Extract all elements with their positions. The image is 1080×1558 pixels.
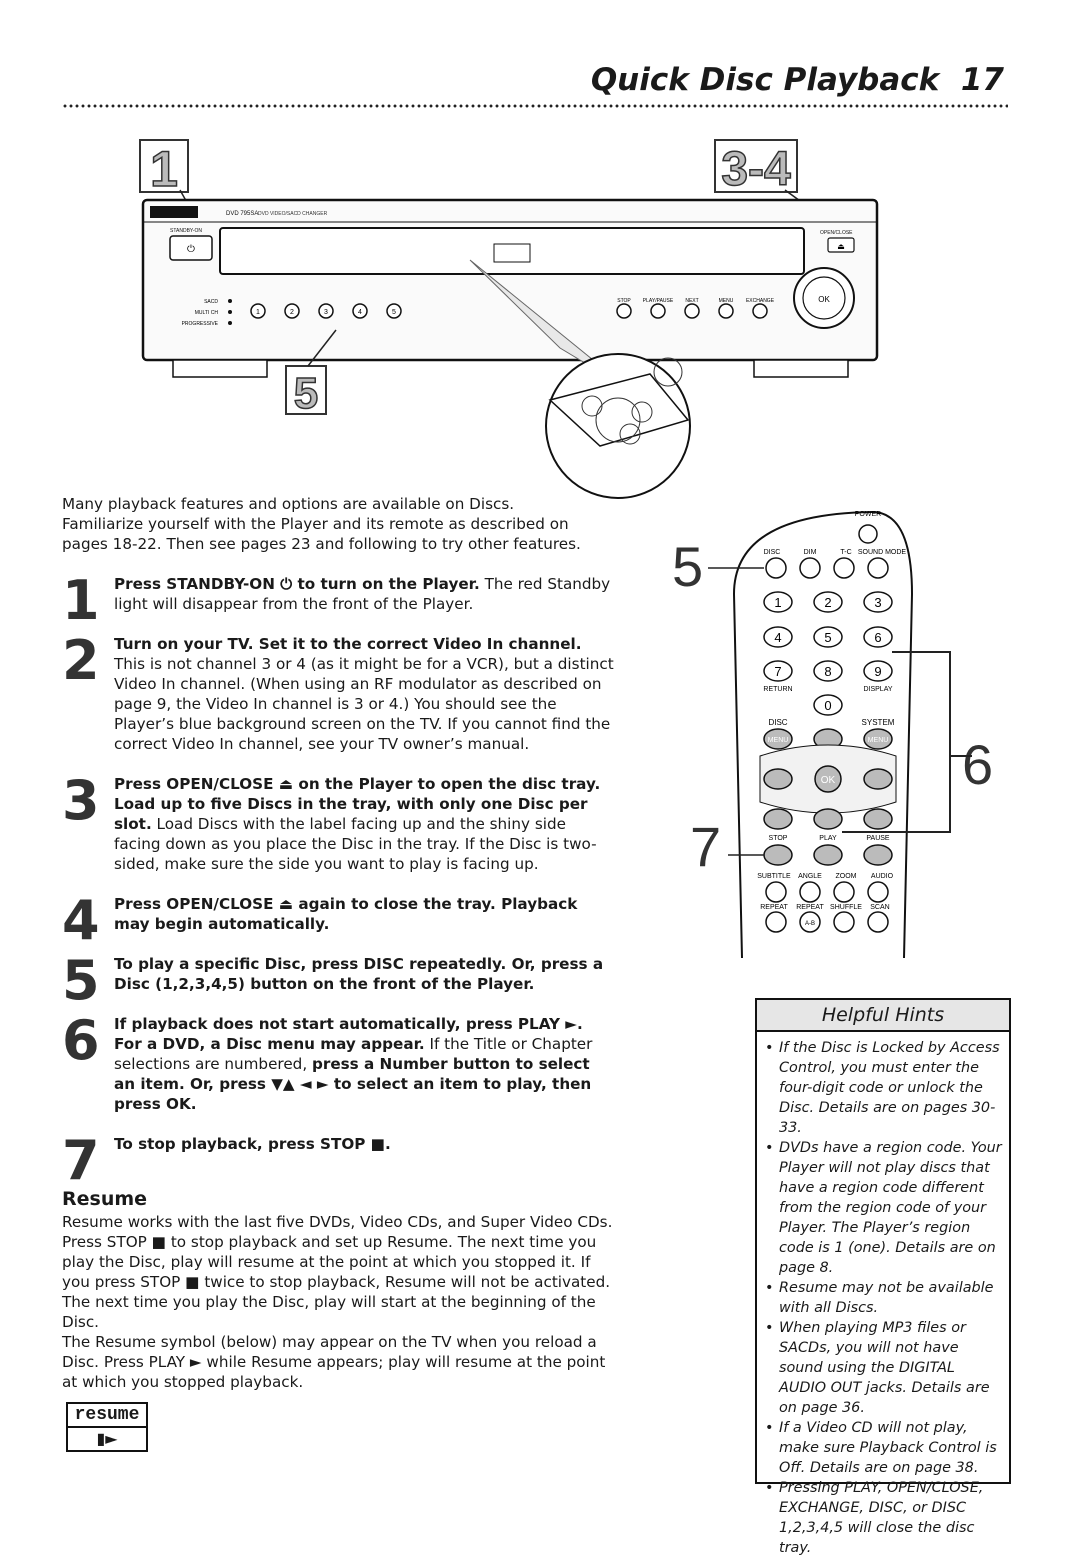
hint-item: If the Disc is Locked by Access Control,… <box>765 1038 1003 1138</box>
svg-text:9: 9 <box>874 664 881 679</box>
svg-text:ZOOM: ZOOM <box>836 873 857 880</box>
svg-text:SHUFFLE: SHUFFLE <box>830 904 862 911</box>
resume-paragraph-1: Resume works with the last five DVDs, Vi… <box>62 1213 613 1331</box>
svg-text:PLAY/PAUSE: PLAY/PAUSE <box>643 298 674 304</box>
svg-text:DISC: DISC <box>764 549 781 556</box>
svg-text:STOP: STOP <box>769 835 788 842</box>
svg-text:2: 2 <box>290 309 294 316</box>
resume-play-icon: ▮► <box>96 1429 118 1448</box>
svg-text:MENU: MENU <box>719 298 734 304</box>
svg-text:DIM: DIM <box>804 549 817 556</box>
svg-text:2: 2 <box>824 595 831 610</box>
hint-item: Pressing PLAY, OPEN/CLOSE, EXCHANGE, DIS… <box>765 1478 1003 1558</box>
svg-text:MENU: MENU <box>768 737 789 744</box>
svg-text:SCAN: SCAN <box>870 904 889 911</box>
svg-text:MENU: MENU <box>868 737 889 744</box>
digit-buttons: 1 2 3 4 5 6 7 8 9 0 <box>763 591 893 716</box>
helpful-hints-title: Helpful Hints <box>757 1000 1009 1032</box>
standby-label: STANDBY-ON <box>170 228 202 234</box>
disc-buttons: 1 2 3 4 5 <box>250 303 402 319</box>
hint-item: Resume may not be available with all Dis… <box>765 1278 1003 1318</box>
remote-callout-5: 5 <box>672 535 703 598</box>
helpful-hints-box: Helpful Hints If the Disc is Locked by A… <box>755 998 1011 1556</box>
mode-label-progressive: PROGRESSIVE <box>182 321 219 327</box>
intro-paragraph: Many playback features and options are a… <box>62 495 581 553</box>
svg-text:REPEAT: REPEAT <box>796 904 824 911</box>
remote-illustration: POWER DISC DIM T-C SOUND MODE 1 2 3 4 5 … <box>672 510 993 959</box>
callout-step-1: 1 <box>150 141 178 197</box>
svg-text:⏏: ⏏ <box>837 242 845 251</box>
power-label: POWER <box>855 511 881 518</box>
page-number: 17 <box>960 62 1004 98</box>
svg-text:3: 3 <box>874 595 881 610</box>
remote-callout-7: 7 <box>690 815 721 878</box>
player-ok-label: OK <box>818 295 830 304</box>
resume-body: Resume works with the last five DVDs, Vi… <box>62 1212 614 1392</box>
hints-list: If the Disc is Locked by Access Control,… <box>757 1032 1009 1558</box>
player-model-desc: DVD VIDEO/SACD CHANGER <box>258 211 328 217</box>
svg-text:ANGLE: ANGLE <box>798 873 822 880</box>
svg-text:STOP: STOP <box>617 298 631 304</box>
svg-text:PAUSE: PAUSE <box>866 835 890 842</box>
resume-symbol-label: resume <box>68 1404 146 1428</box>
svg-text:EXCHANGE: EXCHANGE <box>746 298 775 304</box>
svg-text:DISPLAY: DISPLAY <box>863 686 892 693</box>
svg-text:⏻: ⏻ <box>187 244 195 255</box>
svg-text:NEXT: NEXT <box>685 298 698 304</box>
power-button <box>858 524 878 544</box>
hint-item: If a Video CD will not play, make sure P… <box>765 1418 1003 1478</box>
svg-text:8: 8 <box>824 664 831 679</box>
header-divider <box>62 104 1008 108</box>
resume-symbol: resume ▮► <box>66 1402 148 1452</box>
svg-text:PLAY: PLAY <box>819 835 837 842</box>
svg-text:4: 4 <box>774 630 781 645</box>
resume-heading: Resume <box>62 1188 148 1210</box>
svg-text:5: 5 <box>392 309 396 316</box>
mode-label-multi: MULTI CH <box>195 310 219 316</box>
svg-text:SUBTITLE: SUBTITLE <box>757 873 791 880</box>
svg-text:SOUND MODE: SOUND MODE <box>858 549 907 556</box>
svg-text:4: 4 <box>358 309 362 316</box>
svg-text:6: 6 <box>874 630 881 645</box>
svg-text:DISC: DISC <box>768 718 787 727</box>
open-close-label: OPEN/CLOSE <box>820 230 853 236</box>
svg-text:3: 3 <box>324 309 328 316</box>
svg-text:T-C: T-C <box>840 549 851 556</box>
svg-text:A-B: A-B <box>805 921 815 927</box>
svg-text:0: 0 <box>824 698 831 713</box>
svg-text:REPEAT: REPEAT <box>760 904 788 911</box>
player-model: DVD 795SA <box>226 211 258 217</box>
hint-item: DVDs have a region code. Your Player wil… <box>765 1138 1003 1278</box>
callout-step-3-4: 3-4 <box>721 143 791 196</box>
mode-label-sacd: SACD <box>204 299 218 305</box>
svg-text:1: 1 <box>774 595 781 610</box>
hint-item: When playing MP3 files or SACDs, you wil… <box>765 1318 1003 1418</box>
svg-text:RETURN: RETURN <box>763 686 792 693</box>
svg-text:5: 5 <box>824 630 831 645</box>
remote-callout-6: 6 <box>962 733 993 796</box>
open-close-button <box>827 237 855 253</box>
player-transport-buttons: STOP PLAY/PAUSE NEXT MENU EXCHANGE <box>616 298 775 319</box>
standby-button <box>169 235 213 261</box>
svg-text:SYSTEM: SYSTEM <box>862 718 895 727</box>
callout-step-5: 5 <box>294 369 318 418</box>
dvd-player-illustration: 1 3-4 DVD 795SA DVD VIDEO/SACD CHANGER S… <box>139 139 879 499</box>
remote-ok-label: OK <box>821 775 836 786</box>
svg-text:1: 1 <box>256 309 260 316</box>
svg-text:AUDIO: AUDIO <box>871 873 894 880</box>
page-title: Quick Disc Playback 17 <box>590 62 1004 98</box>
resume-paragraph-2: The Resume symbol (below) may appear on … <box>62 1333 606 1391</box>
svg-text:7: 7 <box>774 664 781 679</box>
